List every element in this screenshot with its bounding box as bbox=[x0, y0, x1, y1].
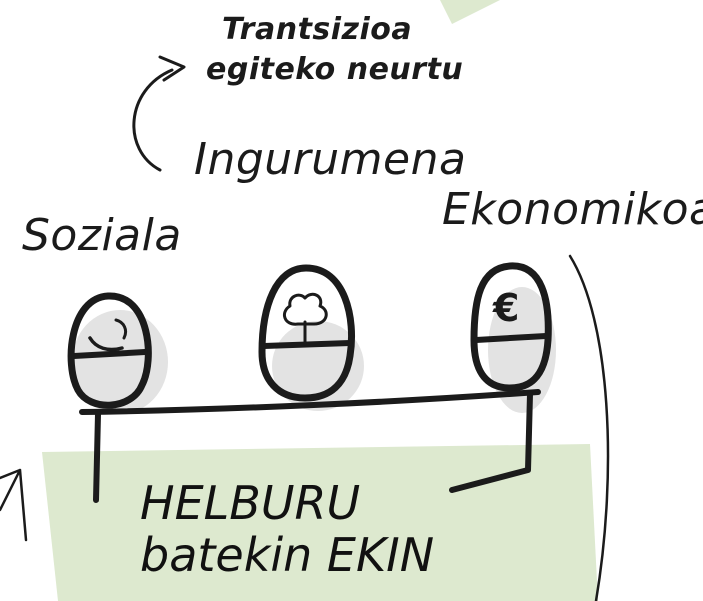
goal-line-2: batekin EKIN bbox=[140, 528, 435, 582]
label-social: Soziala bbox=[22, 210, 182, 261]
curved-arrow-icon bbox=[132, 68, 174, 172]
environment-pod-band bbox=[261, 340, 353, 349]
right-support-leg bbox=[449, 391, 533, 493]
partial-sketch-shape bbox=[0, 468, 28, 542]
left-support-leg bbox=[93, 411, 101, 503]
green-triangle-shape bbox=[440, 0, 500, 24]
arrow-head-icon bbox=[158, 55, 186, 82]
social-pod-band bbox=[71, 349, 148, 359]
goal-line-1: HELBURU bbox=[140, 476, 361, 530]
smile-icon bbox=[88, 336, 124, 352]
euro-icon: € bbox=[493, 286, 520, 330]
economic-pod-shadow bbox=[488, 287, 556, 413]
economic-pod bbox=[470, 262, 552, 392]
note-line-1: Trantsizioa bbox=[222, 12, 413, 47]
goal-box bbox=[42, 444, 598, 601]
note-line-2: egiteko neurtu bbox=[206, 52, 464, 87]
label-environment: Ingurumena bbox=[194, 134, 467, 185]
social-pod bbox=[67, 292, 152, 409]
label-economic: Ekonomikoa bbox=[442, 184, 703, 235]
economic-pod-band bbox=[473, 333, 549, 343]
connecting-beam bbox=[79, 389, 541, 415]
environment-pod bbox=[258, 264, 356, 402]
bracket-curve bbox=[568, 254, 610, 601]
tree-icon bbox=[282, 292, 328, 346]
social-pod-highlight bbox=[114, 318, 128, 340]
